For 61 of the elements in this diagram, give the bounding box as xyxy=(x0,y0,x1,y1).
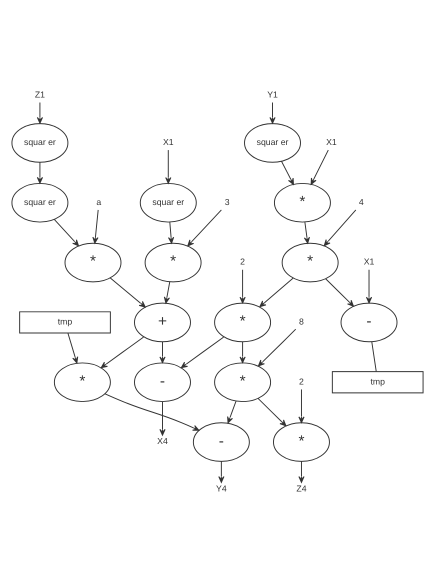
arrow xyxy=(104,393,200,431)
arrow xyxy=(304,222,310,244)
arrow xyxy=(92,209,99,244)
node-ellipse: * xyxy=(274,182,331,223)
node-text: X1 xyxy=(364,256,374,267)
node-ellipse: * xyxy=(273,422,330,462)
node-ellipse: squar er xyxy=(244,123,301,163)
arrow xyxy=(218,461,224,483)
arrow xyxy=(67,332,78,364)
arrow xyxy=(227,400,236,424)
arrow xyxy=(366,269,372,304)
arrow xyxy=(310,150,329,185)
node-box: tmp xyxy=(19,311,111,334)
node-text: Y1 xyxy=(267,90,278,100)
node-ellipse: + xyxy=(134,302,191,342)
arrow xyxy=(324,209,356,246)
node-text: X4 xyxy=(157,436,168,446)
arrow xyxy=(100,336,144,368)
arrow xyxy=(159,342,166,364)
arrow xyxy=(325,278,354,307)
arrow xyxy=(258,398,286,426)
arrow xyxy=(180,336,224,368)
arrow xyxy=(110,277,146,308)
node-ellipse: squar er xyxy=(140,182,197,223)
arrow xyxy=(36,102,43,124)
arrow xyxy=(187,209,222,246)
node-text: Y4 xyxy=(216,484,227,494)
node-text: Z1 xyxy=(34,90,45,100)
node-ellipse: squar er xyxy=(11,182,68,223)
node-text: 3 xyxy=(224,196,230,207)
node-text: 2 xyxy=(299,376,304,386)
node-ellipse: - xyxy=(340,302,398,342)
arrow xyxy=(240,269,246,304)
node-ellipse: * xyxy=(64,242,122,282)
arrow xyxy=(259,278,294,308)
node-ellipse: * xyxy=(282,242,339,282)
arrow xyxy=(298,461,305,483)
arrow xyxy=(168,222,174,244)
arrow xyxy=(281,160,294,185)
node-text: X1 xyxy=(162,137,174,148)
node-ellipse: * xyxy=(214,302,272,342)
node-text: 2 xyxy=(240,256,246,267)
node-text: X1 xyxy=(326,137,337,148)
arrow xyxy=(164,281,170,304)
node-text: 4 xyxy=(358,196,364,207)
node-ellipse: * xyxy=(144,242,202,282)
arrow xyxy=(298,388,305,424)
arrow xyxy=(36,162,43,184)
node-ellipse: squar er xyxy=(11,123,68,163)
node-box: tmp xyxy=(332,371,424,394)
node-text: a xyxy=(96,196,102,207)
arrow xyxy=(258,328,296,366)
node-text: 8 xyxy=(299,316,304,327)
connector xyxy=(371,341,377,372)
arrow xyxy=(269,102,276,124)
node-ellipse: * xyxy=(214,362,272,402)
arrow xyxy=(54,219,79,246)
arrow xyxy=(159,401,166,436)
arrow xyxy=(240,342,246,364)
arrow xyxy=(165,150,172,184)
node-text: Z4 xyxy=(296,484,307,494)
